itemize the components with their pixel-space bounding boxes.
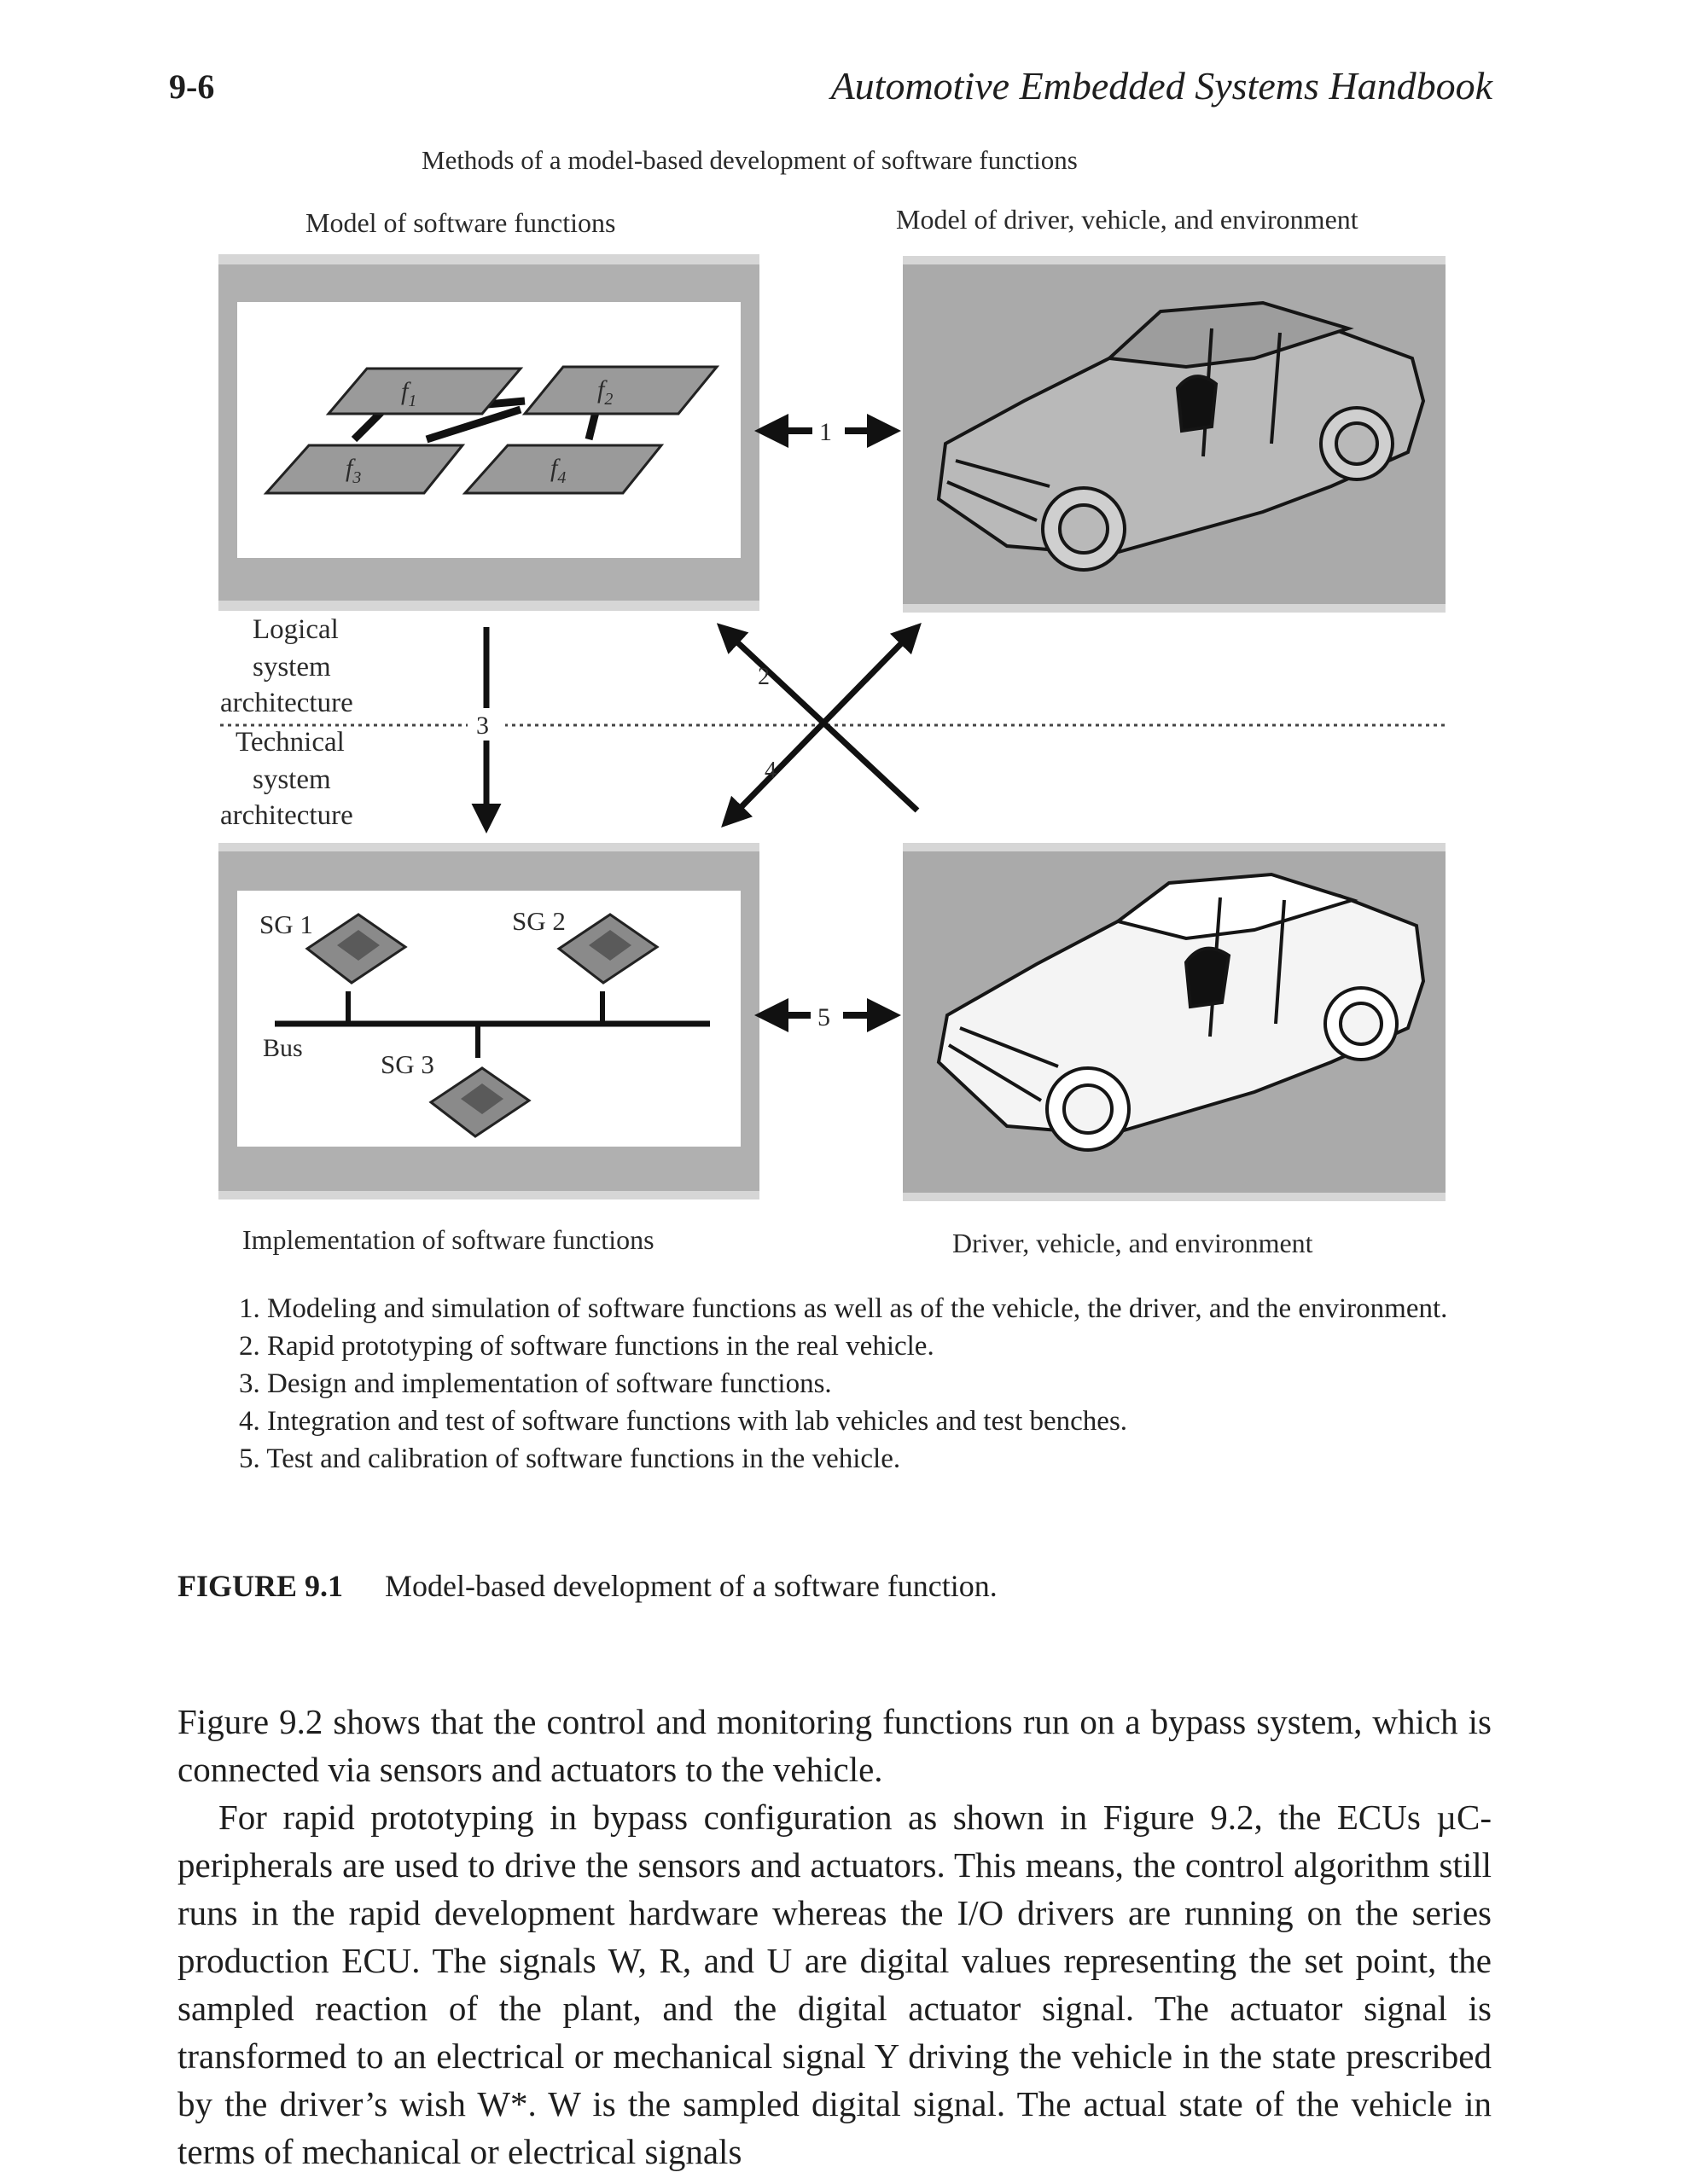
ecu-label-3: SG 3	[381, 1049, 434, 1079]
label-environment: Driver, vehicle, and environment	[952, 1228, 1313, 1258]
arrow-label-4: 4	[765, 758, 777, 784]
arrow-4: 4	[721, 622, 922, 828]
function-subscript: 3	[352, 468, 361, 487]
bus-label: Bus	[263, 1034, 303, 1062]
ecu-chip-3	[428, 1066, 532, 1138]
logical-line-2: system	[253, 652, 331, 682]
function-block-3: f3	[263, 444, 466, 495]
panel-implementation: SG 1 SG 2 SG 3 Bus	[218, 843, 759, 1199]
arrow-label-3: 3	[476, 712, 489, 740]
legend-item-1: 1. Modeling and simulation of software f…	[239, 1293, 1448, 1324]
ecu-chip-1	[305, 913, 408, 985]
legend-item-2: 2. Rapid prototyping of software functio…	[239, 1331, 934, 1362]
technical-line-2: system	[253, 764, 331, 795]
ecu-label-1: SG 1	[259, 909, 313, 939]
logical-architecture-label: Logical system architecture	[220, 614, 353, 718]
legend-item-5: 5. Test and calibration of software func…	[239, 1443, 901, 1474]
technical-architecture-label: Technical system architecture	[220, 727, 353, 831]
function-subscript: 1	[408, 392, 416, 410]
arrow-5: 5	[754, 998, 901, 1032]
function-block-2: f2	[521, 365, 720, 415]
panel-vehicle	[903, 843, 1446, 1201]
technical-line-3: architecture	[220, 800, 353, 831]
ecu-label-2: SG 2	[512, 906, 566, 936]
body-text: Figure 9.2 shows that the control and mo…	[177, 1698, 1492, 2175]
arrow-3: 3	[468, 627, 505, 834]
panel-model-env	[903, 256, 1446, 613]
paragraph-1: Figure 9.2 shows that the control and mo…	[177, 1702, 1492, 1789]
label-model-env: Model of driver, vehicle, and environmen…	[896, 204, 1358, 235]
function-block-1: f1	[325, 367, 524, 415]
arrow-label-5: 5	[817, 1003, 830, 1031]
arrow-label-1: 1	[819, 418, 832, 446]
logical-line-1: Logical	[253, 614, 339, 645]
function-block-4: f4	[462, 444, 665, 495]
function-subscript: 4	[557, 468, 566, 487]
car-illustration-white	[936, 872, 1426, 1152]
figure-caption-label: FIGURE 9.1	[177, 1569, 344, 1603]
paragraph-2: For rapid prototyping in bypass configur…	[177, 1798, 1492, 2171]
label-model-sw: Model of software functions	[305, 207, 615, 238]
arrow-1: 1	[754, 414, 901, 448]
technical-line-1: Technical	[236, 727, 345, 758]
figure-caption: FIGURE 9.1 Model-based development of a …	[177, 1568, 998, 1604]
ecu-chip-2	[556, 913, 660, 985]
legend-item-4: 4. Integration and test of software func…	[239, 1406, 1128, 1437]
figure-caption-text: Model-based development of a software fu…	[385, 1569, 998, 1603]
logical-line-3: architecture	[220, 688, 353, 718]
function-subscript: 2	[604, 390, 613, 409]
label-implementation: Implementation of software functions	[242, 1224, 654, 1255]
legend-item-3: 3. Design and implementation of software…	[239, 1368, 832, 1399]
car-illustration-gray	[936, 300, 1426, 572]
page-number: 9-6	[169, 67, 215, 106]
arrow-label-2: 2	[758, 664, 770, 690]
panel-model-sw: f1 f2 f3 f4	[218, 254, 759, 611]
running-header-title: Automotive Embedded Systems Handbook	[830, 64, 1492, 107]
figure-top-title: Methods of a model-based development of …	[422, 145, 1078, 175]
figure-legend-list: 1. Modeling and simulation of software f…	[239, 1290, 1485, 1478]
